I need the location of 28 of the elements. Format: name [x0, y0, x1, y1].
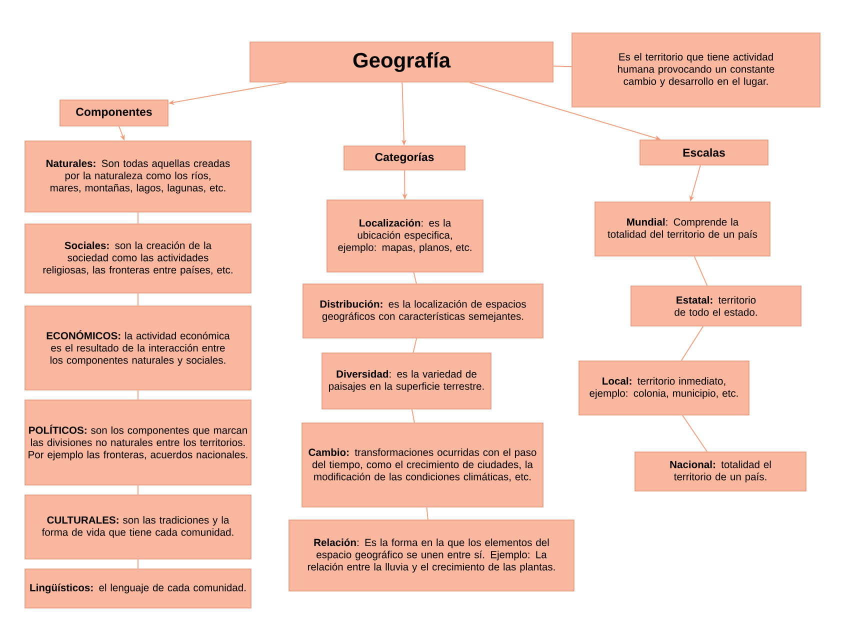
title-box: Geografía — [250, 42, 554, 82]
connector-line — [426, 506, 428, 520]
concept-box: Localización: es la ubicación especifica, ejemplo: mapas, planos, etc. — [326, 200, 484, 272]
concept-box: Cambio: transformaciones ocurridas con el paso del tiempo, como el crecimiento de ciudades, la modificación de las condiciones climáticas, etc. — [302, 422, 544, 508]
concept-box: Es el territorio que tiene actividad humana provocando un constante cambio y desarrollo en el lugar. — [572, 32, 820, 108]
concept-box: Lingüísticos: el lenguaje de cada comunidad. — [24, 568, 252, 608]
concept-box: Relación: Es la forma en la que los elementos del espacio geográfico se unen entre sí. Ejemplo: La relación entre la lluvia y el crecimiento de las plantas. — [288, 520, 574, 592]
category-box: Escalas — [640, 140, 768, 166]
concept-box: Sociales: son la creación de la sociedad como las actividades religiosas, las fronteras entre países, etc. — [24, 224, 252, 294]
concept-box: Distribución: es la localización de espacios geográficos con características semejantes. — [302, 284, 544, 338]
connector-line — [412, 338, 417, 354]
concept-box: Nacional: totalidad el territorio de un país. — [634, 452, 806, 492]
concept-box: POLÍTICOS: son los componentes que marcan las divisiones no naturales entre los territorios. Por ejemplo las fronteras, acuerdos nacionales. — [24, 400, 252, 486]
concept-box: Diversidad: es la variedad de paisajes en la superficie terrestre. — [322, 352, 492, 410]
concept-box: Local: territorio inmediato, ejemplo: colonia, municipio, etc. — [578, 360, 750, 416]
category-box: Categorías — [344, 146, 466, 170]
connector-line — [411, 408, 415, 424]
concept-box: Naturales: Son todas aquellas creadas por la naturaleza como los ríos, mares, montañas, lagos, lagunas, etc. — [24, 140, 252, 212]
connector-line — [694, 256, 708, 286]
category-box: Componentes — [60, 100, 168, 126]
concept-box: CULTURALES: son las tradiciones y la forma de vida que tiene cada comunidad. — [24, 494, 252, 560]
connector-line — [552, 66, 572, 68]
connector-line — [413, 272, 417, 284]
connector-line — [682, 414, 708, 452]
concept-box: ECONÓMICOS: la actividad económica es el resultado de la interacción entre los componentes naturales y sociales. — [24, 306, 252, 390]
concept-box: Estatal: territorio de todo el estado. — [630, 286, 802, 326]
connector-line — [680, 326, 704, 362]
concept-box: Mundial: Comprende la totalidad del territorio de un país — [594, 202, 770, 256]
